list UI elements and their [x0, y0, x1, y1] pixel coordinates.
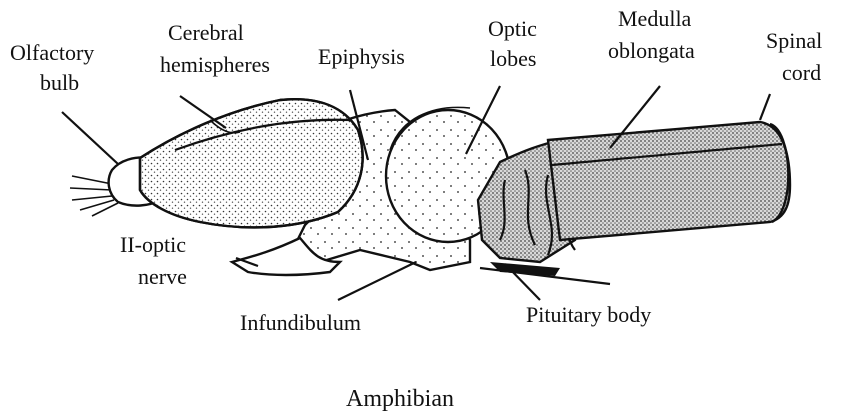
label-medulla-1: Medulla [618, 6, 692, 31]
label-spinal-2: cord [782, 60, 821, 85]
label-optic-lobes-2: lobes [490, 46, 536, 71]
label-olfactory-bulb-2: bulb [40, 70, 79, 95]
label-spinal-1: Spinal [766, 28, 822, 53]
label-olfactory-bulb-1: Olfactory [10, 40, 94, 65]
label-epiphysis: Epiphysis [318, 44, 405, 69]
label-infundibulum: Infundibulum [240, 310, 361, 335]
label-cerebral-1: Cerebral [168, 20, 244, 45]
label-cerebral-2: hemispheres [160, 52, 270, 77]
label-pituitary-body: Pituitary body [526, 302, 651, 327]
label-optic-lobes-1: Optic [488, 16, 537, 41]
label-medulla-2: oblongata [608, 38, 695, 63]
caption: Amphibian [346, 386, 454, 412]
label-optic-nerve-2: nerve [138, 264, 187, 289]
spinal-cord [548, 122, 790, 240]
label-optic-nerve-1: II-optic [120, 232, 186, 257]
